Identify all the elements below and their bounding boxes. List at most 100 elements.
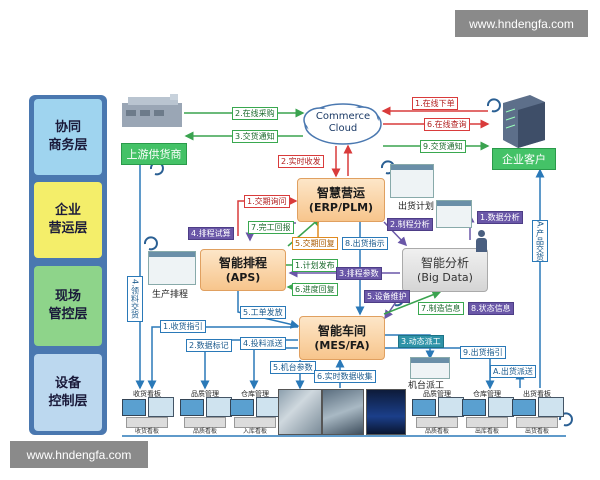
label-work-report: 5.工单发放 xyxy=(240,306,286,319)
aps-subtitle: (APS) xyxy=(225,270,261,284)
label-procurement-qc: 4.领料交货 xyxy=(127,276,143,322)
monitor-icon xyxy=(122,399,146,416)
label-decision-analysis: 2.制程分析 xyxy=(387,218,433,231)
monitor-icon xyxy=(512,399,536,416)
supplier-tag: 上游供货商 xyxy=(121,143,187,165)
station-quality-1: 品质管理 品质看板 xyxy=(176,389,234,435)
label-collect-guide: 1.收货指引 xyxy=(160,320,206,333)
person-icon xyxy=(474,230,488,252)
label-shipment-guide: 9.出货指引 xyxy=(460,346,506,359)
analysis-thumbnail xyxy=(436,200,472,228)
label-delivery-notice: 9.交货通知 xyxy=(420,140,466,153)
label-data-analysis: 1.数据分析 xyxy=(477,211,523,224)
monitor-icon xyxy=(412,399,436,416)
customer-building-icon xyxy=(503,95,545,148)
station-shipping: 出货看板 出货看板 xyxy=(508,389,566,435)
keyboard-icon xyxy=(234,417,276,428)
refresh-icon xyxy=(143,236,158,251)
label-progress-reply: 6.进度回复 xyxy=(292,283,338,296)
layer-field-control: 现场 管控层 xyxy=(34,266,102,346)
label-machine-params: 5.机台参数 xyxy=(270,361,316,374)
label-complete-report: 7.完工回报 xyxy=(248,221,294,234)
label-shipment-delivery: A.出货派送 xyxy=(490,365,536,378)
tablet-icon xyxy=(538,397,564,417)
label-customer-side: A.产品交货 xyxy=(532,220,548,262)
customer-tag: 企业客户 xyxy=(492,148,556,170)
shipment-plan-caption: 出货计划 xyxy=(398,202,435,212)
station-warehouse-1: 仓库管理 入库看板 xyxy=(226,389,284,435)
factory-photo-1 xyxy=(278,389,322,435)
cloud-label: Commerce Cloud xyxy=(310,111,376,135)
station-quality-2: 品质管理 品质看板 xyxy=(408,389,466,435)
keyboard-icon xyxy=(184,417,226,428)
label-trade-terms: 1.交期询问 xyxy=(244,195,290,208)
label-status-info: 8.状态信息 xyxy=(468,302,514,315)
shipment-plan-thumbnail xyxy=(390,164,434,198)
aps-title: 智能排程 xyxy=(218,255,267,270)
station-title: 仓库管理 xyxy=(473,390,501,398)
station-receiving: 收货看板 收货看板 xyxy=(118,389,176,435)
keyboard-icon xyxy=(416,417,458,428)
label-schedule-trial: 4.排程试算 xyxy=(188,227,234,240)
erp-subtitle: (ERP/PLM) xyxy=(308,200,374,214)
keyboard-icon xyxy=(126,417,168,428)
station-title: 品质管理 xyxy=(191,390,219,398)
label-equipment-maint: 5.设备维护 xyxy=(364,290,410,303)
station-subtitle: 出货看板 xyxy=(524,428,549,435)
factory-photo-3 xyxy=(366,389,406,435)
watermark-top: www.hndengfa.com xyxy=(455,10,588,37)
label-online-purchase: 2.在线采购 xyxy=(232,107,278,120)
station-subtitle: 入库看板 xyxy=(242,428,267,435)
commerce-cloud-icon xyxy=(303,103,382,145)
station-subtitle: 收货看板 xyxy=(134,428,159,435)
aps-box: 智能排程 (APS) xyxy=(200,249,286,291)
erp-box: 智慧营运 (ERP/PLM) xyxy=(297,178,385,222)
label-schedule-params: 3.排程参数 xyxy=(336,267,382,280)
arrow-collect-guide xyxy=(147,326,298,390)
label-realtime-receive: 2.实时收发 xyxy=(278,155,324,168)
label-realtime-collect: 6.实时数据收集 xyxy=(314,370,376,383)
label-process-info: 7.制造信息 xyxy=(418,302,464,315)
station-subtitle: 品质看板 xyxy=(424,428,449,435)
machine-dispatch-thumbnail xyxy=(410,357,450,379)
station-title: 出货看板 xyxy=(523,390,551,398)
monitor-icon xyxy=(462,399,486,416)
machine-dispatch-caption: 机台派工 xyxy=(408,381,445,391)
label-shipment-hint: 8.出货指示 xyxy=(342,237,388,250)
refresh-icon xyxy=(380,160,395,175)
station-title: 品质管理 xyxy=(423,390,451,398)
arrow-aps-mes-work xyxy=(237,291,300,329)
label-plan-release: 1.计划发布 xyxy=(292,259,338,272)
production-schedule-caption: 生产排程 xyxy=(152,290,189,300)
bigdata-box: 智能分析 (Big Data) xyxy=(402,248,488,292)
tablet-icon xyxy=(148,397,174,417)
layer-panel xyxy=(29,95,107,435)
erp-title: 智慧营运 xyxy=(316,185,365,200)
supplier-building-icon xyxy=(122,94,182,127)
layer-operations: 企业 营运层 xyxy=(34,182,102,258)
watermark-bottom: www.hndengfa.com xyxy=(10,441,148,468)
label-online-order: 1.在线下单 xyxy=(412,97,458,110)
label-data-mark: 2.数据标记 xyxy=(186,339,232,352)
station-warehouse-2: 仓库管理 出库看板 xyxy=(458,389,516,435)
label-order-notice: 3.交货通知 xyxy=(232,130,278,143)
label-online-query: 6.在线查询 xyxy=(424,118,470,131)
mes-title: 智能车间 xyxy=(317,323,366,338)
cloud-line-1: Commerce xyxy=(315,111,371,122)
station-subtitle: 出库看板 xyxy=(474,428,499,435)
station-title: 收货看板 xyxy=(133,390,161,398)
layer-equipment: 设备 控制层 xyxy=(34,354,102,431)
layer-collaboration: 协同 商务层 xyxy=(34,99,102,175)
refresh-icon xyxy=(486,98,501,113)
keyboard-icon xyxy=(516,417,558,428)
station-title: 仓库管理 xyxy=(241,390,269,398)
production-schedule-thumbnail xyxy=(148,251,196,285)
factory-photo-2 xyxy=(322,389,364,435)
keyboard-icon xyxy=(466,417,508,428)
bigdata-title: 智能分析 xyxy=(420,255,469,270)
arrow-mes-bigdata-info xyxy=(383,290,442,315)
monitor-icon xyxy=(230,399,254,416)
monitor-icon xyxy=(180,399,204,416)
station-subtitle: 品质看板 xyxy=(192,428,217,435)
